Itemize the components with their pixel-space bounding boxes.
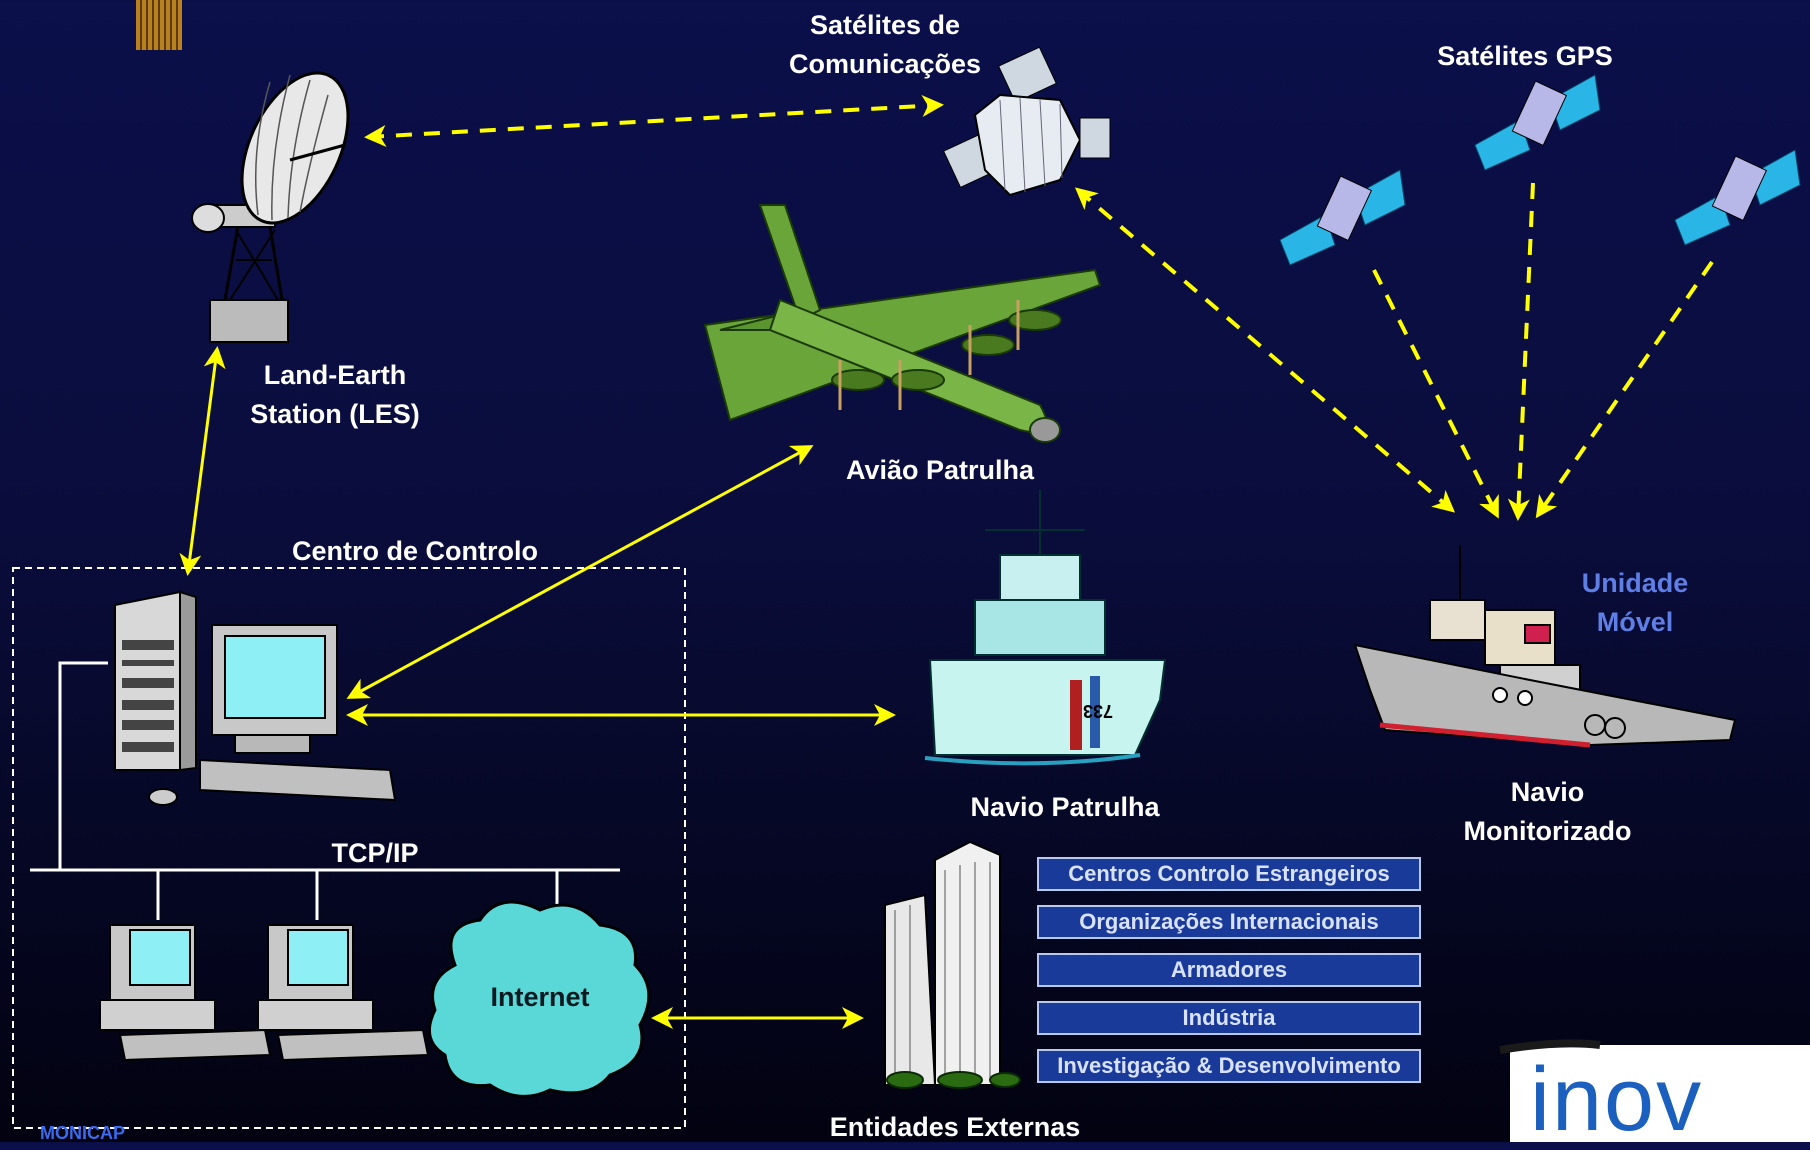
entity-box: Armadores	[1037, 953, 1421, 987]
gps-satellite-icon	[1279, 74, 1801, 266]
internet-label: Internet	[490, 982, 590, 1012]
mobile-unit-label: Unidade Móvel	[1581, 568, 1689, 637]
les-label: Land-Earth Station (LES)	[250, 360, 420, 429]
monicap-label: MONICAP	[40, 1123, 125, 1143]
satellite-dish-icon	[191, 71, 350, 343]
inov-logo-text: inov	[1530, 1050, 1704, 1150]
entity-box: Investigação & Desenvolvimento	[1037, 1049, 1421, 1083]
communication-satellite-icon	[942, 46, 1111, 197]
comm-satellites-label: Satélites de Comunicações	[788, 10, 982, 79]
gps-satellites-label: Satélites GPS	[1437, 41, 1613, 71]
patrol-plane-label: Avião Patrulha	[845, 455, 1035, 485]
monitored-ship-label: Navio Monitorizado	[1463, 777, 1632, 846]
patrol-airplane-icon	[703, 204, 1102, 443]
internet-cloud-icon	[427, 900, 651, 1098]
satellite-links	[364, 95, 1714, 521]
patrol-ship-icon	[924, 490, 1167, 766]
tcpip-bus	[30, 661, 620, 920]
monitored-ship-icon	[1353, 545, 1737, 748]
external-entities-label: Entidades Externas	[829, 1112, 1081, 1142]
data-links	[179, 346, 896, 1029]
server-computer-icon	[114, 590, 397, 806]
buildings-icon	[884, 840, 1021, 1089]
inov-logo	[1499, 1039, 1810, 1142]
ship-number: 733	[1083, 701, 1113, 721]
tcpip-label: TCP/IP	[331, 838, 419, 868]
entity-box: Centros Controlo Estrangeiros	[1037, 857, 1421, 891]
entity-box: Organizações Internacionais	[1037, 905, 1421, 939]
logo-stripes	[136, 0, 182, 50]
entity-box: Indústria	[1037, 1001, 1421, 1035]
control-center-label: Centro de Controlo	[292, 536, 538, 566]
patrol-ship-label: Navio Patrulha	[970, 792, 1160, 822]
workstation-computer-icon	[99, 924, 430, 1062]
